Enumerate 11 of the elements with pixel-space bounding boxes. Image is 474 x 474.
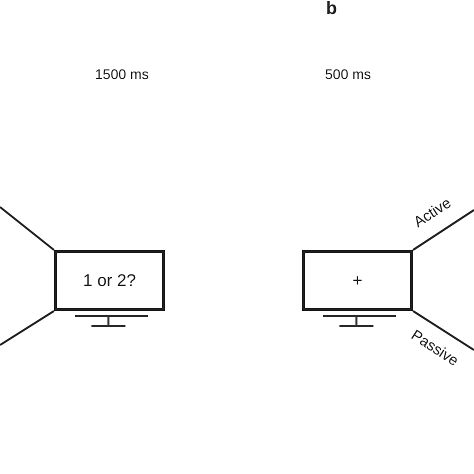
monitor-screen [54,250,165,311]
monitor-screen [302,250,413,311]
duration-label: 500 ms [325,66,371,82]
screen-text: 1 or 2? [83,270,136,290]
connector-line [412,209,474,251]
duration-label: 1500 ms [95,66,149,82]
connector-line [0,206,55,251]
panel-letter: b [326,0,337,19]
screen-text: + [352,270,362,290]
connector-line [412,310,474,351]
connector-line [0,310,55,346]
